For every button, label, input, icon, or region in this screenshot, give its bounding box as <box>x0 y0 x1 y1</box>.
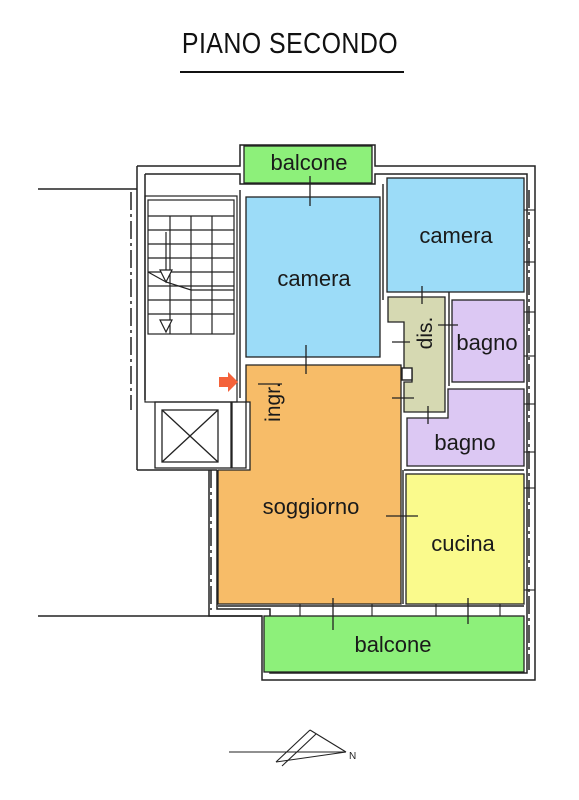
label-bagno-top: bagno <box>456 330 517 355</box>
label-soggiorno: soggiorno <box>263 494 360 519</box>
cucina <box>405 473 525 605</box>
north-label: N <box>349 751 356 762</box>
label-dis: dis. <box>414 317 437 350</box>
interior-walls <box>218 184 524 607</box>
elevator <box>154 401 247 469</box>
label-balcone-top: balcone <box>270 150 347 175</box>
soggiorno <box>217 364 402 605</box>
balcone-bottom <box>263 615 525 673</box>
label-bagno-bottom: bagno <box>434 430 495 455</box>
door-markers <box>258 176 469 630</box>
balcone-top <box>243 145 373 184</box>
camera-left <box>245 196 381 358</box>
page-title: PIANO SECONDO <box>181 28 399 60</box>
label-cucina: cucina <box>431 531 495 556</box>
staircase <box>144 195 238 403</box>
entrance-arrow-icon <box>219 372 238 392</box>
camera-right <box>386 177 525 293</box>
window-markers <box>299 209 535 616</box>
label-ingr: ingr. <box>262 382 285 422</box>
label-camera-left: camera <box>277 266 351 291</box>
title-underline <box>180 71 404 73</box>
disimpegno <box>387 296 446 413</box>
bagno-bottom <box>406 388 525 467</box>
label-balcone-bottom: balcone <box>354 632 431 657</box>
bagno-top <box>451 299 525 383</box>
north-arrow-icon <box>229 729 347 767</box>
label-camera-right: camera <box>419 223 493 248</box>
